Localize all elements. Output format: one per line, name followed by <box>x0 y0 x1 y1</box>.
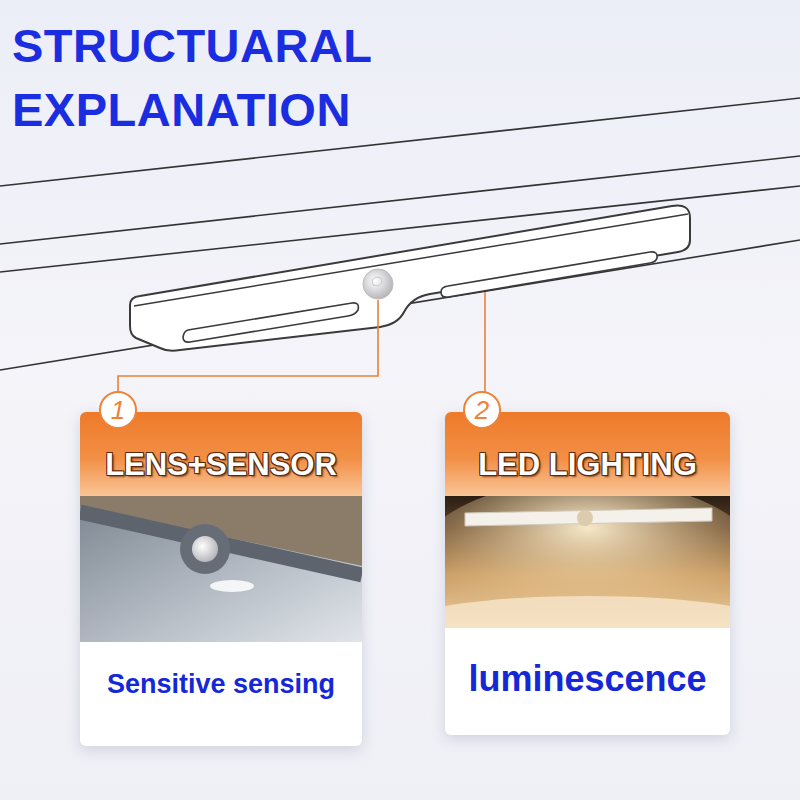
callout-number: 2 <box>463 391 501 429</box>
bar-edge <box>134 214 688 306</box>
callout-number-text: 2 <box>475 397 489 423</box>
led-slot <box>183 303 358 342</box>
feature-card: luminescence2LED LIGHTING <box>445 412 730 735</box>
header-text: LENS+SENSOR <box>105 447 337 483</box>
led-glow <box>210 580 254 592</box>
caption-text: Sensitive sensing <box>80 669 362 700</box>
light-bar <box>130 206 690 351</box>
leader-line <box>118 300 378 392</box>
light-glow <box>445 496 730 628</box>
callout-number-text: 1 <box>111 397 125 423</box>
lens-facet <box>372 277 382 286</box>
led-slot <box>441 252 657 297</box>
pir-sensor <box>577 510 593 526</box>
fur-rug <box>445 596 730 628</box>
light-bar <box>465 508 712 526</box>
caption-text: luminescence <box>445 658 730 700</box>
light-bar <box>80 512 362 575</box>
sensor-housing <box>180 524 230 574</box>
page-title: STRUCTUARAL EXPLANATION <box>12 14 432 142</box>
callout-number: 1 <box>99 391 137 429</box>
pir-sensor <box>192 536 218 562</box>
leader-line <box>484 292 486 392</box>
feature-card: Sensitive sensing1LENS+SENSOR <box>80 412 362 746</box>
pir-sensor <box>363 269 393 299</box>
cabinet-wood <box>80 496 362 566</box>
photo-background <box>445 496 730 628</box>
photo-background <box>80 496 362 642</box>
header-text: LED LIGHTING <box>478 447 697 483</box>
